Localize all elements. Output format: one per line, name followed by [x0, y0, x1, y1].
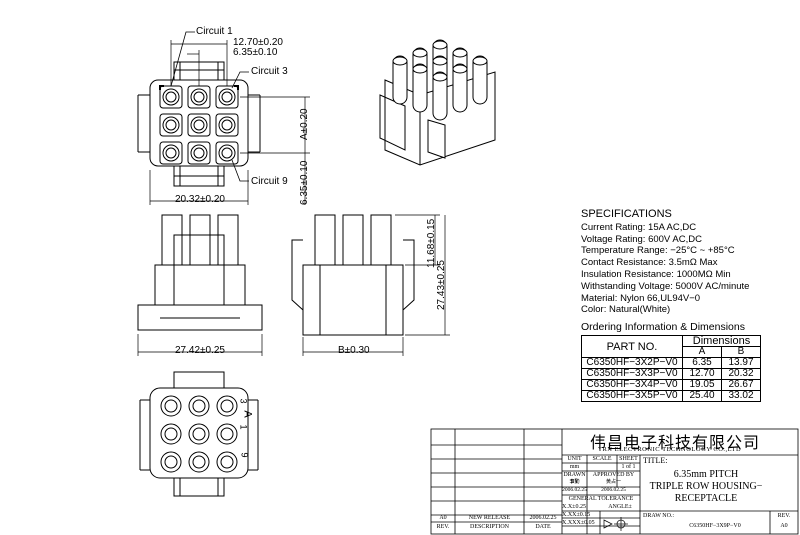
- sheet-label: SHEET: [619, 456, 638, 462]
- company-name-cn: 伟昌电子科技有限公司: [590, 433, 761, 452]
- spec-line: Current Rating: 15A AC,DC: [581, 221, 697, 233]
- isometric-view-drawing: [379, 39, 496, 166]
- part-no-cell: C6350HF−3X3P−V0: [581, 368, 683, 380]
- drawn-by-label: DRAWN BY: [563, 472, 586, 485]
- pin-1-label: 1: [238, 424, 249, 430]
- unit-label: UNIT: [567, 456, 582, 462]
- pin-9-label: 9: [239, 452, 250, 458]
- part-no-cell: C6350HF−3X4P−V0: [581, 379, 683, 391]
- revision-row-desc: NEW RELEASE: [468, 515, 511, 521]
- table-row: C6350HF−3X2P−V0 6.35 13.97: [581, 357, 761, 369]
- dim-b-cell: 13.97: [721, 357, 761, 369]
- dim-27-42: 27.42±0.25: [175, 345, 225, 356]
- drawn-by-name: 李勤: [569, 479, 580, 485]
- revision-header-rev: REV.: [436, 524, 450, 530]
- approved-by-name: 黄占一: [605, 479, 621, 485]
- pin-3-label: 3: [238, 398, 249, 404]
- table-row: C6350HF−3X5P−V0 25.40 33.02: [581, 390, 761, 402]
- dim-6-35: 6.35±0.10: [233, 47, 278, 58]
- tolerance-1: X.X±0.25: [562, 504, 586, 510]
- spec-line: Color: Natural(White): [581, 304, 671, 316]
- spec-line: Temperature Range: −25°C ~ +85°C: [581, 245, 735, 257]
- specifications-title: SPECIFICATIONS: [581, 208, 672, 220]
- dim-6-35-vertical: 6.35±0.10: [299, 160, 310, 205]
- dim-12-70: 12.70±0.20: [233, 37, 283, 48]
- spec-line: Contact Resistance: 3.5mΩ Max: [581, 257, 718, 269]
- top-view-drawing: [137, 31, 310, 205]
- angle-label: ANGLE±: [608, 504, 632, 510]
- dim-b: B±0.30: [338, 345, 370, 356]
- title-block-frame: [430, 428, 799, 535]
- circuit-1-label: Circuit 1: [196, 26, 233, 37]
- dim-27-43: 27.43±0.25: [436, 260, 447, 310]
- spec-line: Voltage Rating: 600V AC,DC: [581, 233, 702, 245]
- dim-a-cell: 25.40: [682, 390, 722, 402]
- table-row: C6350HF−3X4P−V0 19.05 26.67: [581, 379, 761, 391]
- dim-a: A±0.20: [299, 108, 310, 140]
- ordering-title: Ordering Information & Dimensions: [581, 321, 745, 333]
- spec-line: Withstanding Voltage: 5000V AC/minute: [581, 280, 750, 292]
- revision-header-date: DATE: [535, 524, 551, 530]
- dim-a-cell: 12.70: [682, 368, 722, 380]
- draw-no-label: DRAW NO.:: [643, 513, 675, 519]
- letter-a-label: A: [241, 410, 254, 418]
- scale-label: SCALE: [592, 456, 612, 462]
- col-dimensions-header: Dimensions: [682, 335, 761, 347]
- tolerance-2: X.XX±0.15: [562, 512, 591, 518]
- revision-header-desc: DESCRIPTION: [469, 524, 509, 530]
- dim-20-32: 20.32±0.20: [175, 194, 225, 205]
- approved-by-label: APPROVED BY: [592, 472, 635, 478]
- unit-value: mm: [569, 464, 580, 470]
- spec-line: Insulation Resistance: 1000MΩ Min: [581, 268, 731, 280]
- revision-row-date: 2006.02.25: [529, 515, 557, 521]
- part-no-cell: C6350HF−3X2P−V0: [581, 357, 683, 369]
- drawing-title-line-1: 6.35mm PITCH: [673, 469, 739, 480]
- title-label: TITLE:: [643, 456, 668, 465]
- col-part-header: PART NO.: [581, 335, 683, 358]
- part-no-cell: C6350HF−3X5P−V0: [581, 390, 683, 402]
- dim-a-cell: 6.35: [682, 357, 722, 369]
- dim-b-cell: 26.67: [721, 379, 761, 391]
- dim-b-cell: 20.32: [721, 368, 761, 380]
- spec-line: Material: Nylon 66,UL94V−0: [581, 292, 701, 304]
- general-tolerance-label: GENERAL TOLERANCE: [568, 496, 634, 502]
- col-a-header: A: [682, 346, 722, 358]
- drawing-title-line-2: TRIPLE ROW HOUSING−: [649, 481, 763, 492]
- front-view-drawing: [137, 214, 263, 356]
- dim-a-cell: 19.05: [682, 379, 722, 391]
- sheet-value: 1 of 1: [621, 464, 636, 470]
- drawing-title-line-3: RECEPTACLE: [674, 493, 738, 504]
- col-b-header: B: [721, 346, 761, 358]
- side-view-drawing: [291, 214, 450, 356]
- company-name-en: TRN ELECTRONIC TECHNOLOGY CO.,LTD: [598, 446, 742, 453]
- circuit-9-label: Circuit 9: [251, 176, 288, 187]
- bottom-view-drawing: [139, 371, 259, 497]
- drawn-date: 2006.02.25: [562, 487, 587, 493]
- ordering-table: PART NO. Dimensions A B C6350HF−3X2P−V0 …: [581, 335, 761, 402]
- approved-date: 2006.02.25: [601, 487, 626, 493]
- circuit-3-label: Circuit 3: [251, 66, 288, 77]
- rev-label: REV.: [777, 513, 791, 519]
- revision-row-rev: A0: [439, 515, 447, 521]
- tolerance-3: X.XXX±0.05: [562, 520, 595, 526]
- rev-value: A0: [780, 523, 788, 529]
- specifications-block: SPECIFICATIONS Current Rating: 15A AC,DC…: [581, 208, 750, 316]
- draw-no-value: C6350HF−3X9P−V0: [689, 523, 741, 529]
- dim-b-cell: 33.02: [721, 390, 761, 402]
- table-row: C6350HF−3X3P−V0 12.70 20.32: [581, 368, 761, 380]
